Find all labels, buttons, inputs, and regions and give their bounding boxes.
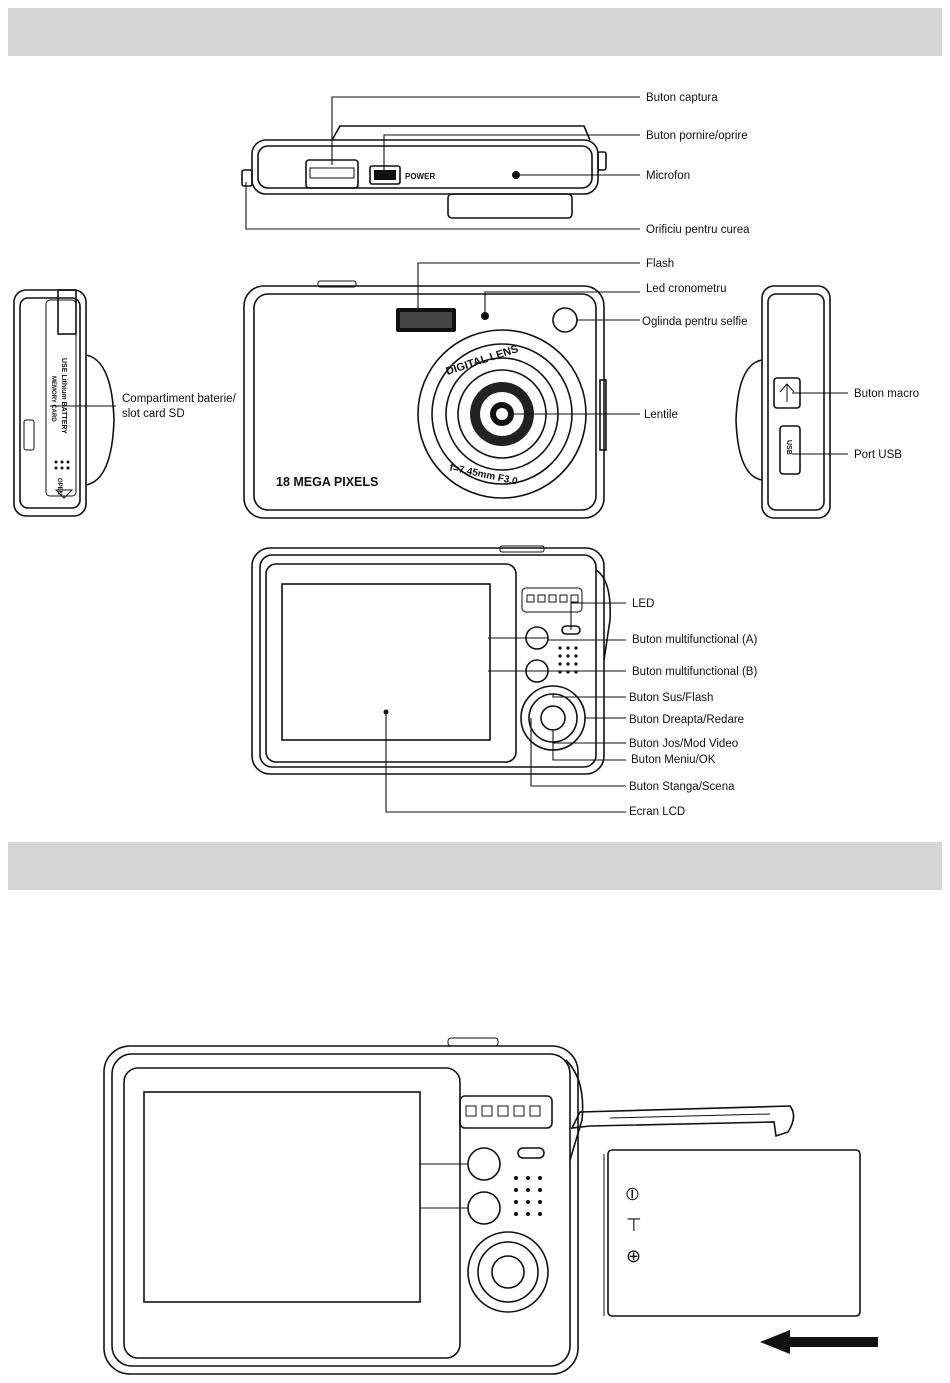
label-buton-pornire: Buton pornire/oprire: [646, 130, 748, 142]
leader-lines: [50, 96, 848, 813]
label-ecran-lcd: Ecran LCD: [629, 806, 685, 818]
label-buton-captura: Buton captura: [646, 92, 718, 104]
label-flash: Flash: [646, 258, 674, 270]
label-compartiment-1: Compartiment baterie/: [122, 393, 237, 405]
open-print: OPEN: [56, 478, 62, 495]
insert-arrow: [760, 1330, 878, 1354]
battery: ⦶ ⊤ ⊕: [603, 1149, 861, 1317]
camera-right-side-view: USB: [735, 285, 831, 519]
usb-print: USB: [785, 440, 792, 455]
part-labels: Buton captura Buton pornire/oprire Micro…: [122, 92, 919, 818]
label-led-cronometru: Led cronometru: [646, 283, 727, 295]
label-meniu-ok: Buton Meniu/OK: [631, 754, 716, 766]
megapixels-print: 18 MEGA PIXELS: [276, 475, 378, 489]
label-dreapta-redare: Buton Dreapta/Redare: [629, 714, 744, 726]
label-compartiment-2: slot card SD: [122, 408, 185, 420]
camera-left-side-view: USE Lithium BATTERY MEMORY CARD OPEN: [13, 289, 115, 517]
label-microfon: Microfon: [646, 170, 690, 182]
battery-door-open: [570, 1105, 795, 1138]
camera-back-view: [251, 545, 612, 775]
battery-symbol-minus: ⦶: [626, 1184, 639, 1205]
label-buton-macro: Buton macro: [854, 388, 919, 400]
label-led: LED: [632, 598, 654, 610]
label-orificiu-curea: Orificiu pentru curea: [646, 224, 750, 236]
label-port-usb: Port USB: [854, 449, 902, 461]
label-lentile: Lentile: [644, 409, 678, 421]
battery-symbol-t: ⊤: [626, 1215, 642, 1236]
header-bar-middle: [8, 842, 942, 890]
label-sus-flash: Buton Sus/Flash: [629, 692, 713, 704]
label-stanga-scena: Buton Stanga/Scena: [629, 781, 735, 793]
camera-back-large: [103, 1037, 584, 1375]
label-multi-a: Buton multifunctional (A): [632, 634, 757, 646]
battery-print: USE Lithium BATTERY: [60, 358, 67, 434]
power-print: POWER: [405, 172, 435, 181]
label-oglinda-selfie: Oglinda pentru selfie: [642, 316, 747, 328]
memory-card-print: MEMORY CARD: [50, 376, 56, 422]
camera-front-view: DIGITAL LENS f=7.45mm F3.0 18 MEGA PIXEL…: [243, 280, 607, 519]
camera-top-view: POWER: [241, 125, 607, 219]
header-bar-top: [8, 8, 942, 56]
battery-symbol-plus: ⊕: [626, 1246, 641, 1267]
label-multi-b: Buton multifunctional (B): [632, 666, 757, 678]
label-jos-mod-video: Buton Jos/Mod Video: [629, 738, 738, 750]
